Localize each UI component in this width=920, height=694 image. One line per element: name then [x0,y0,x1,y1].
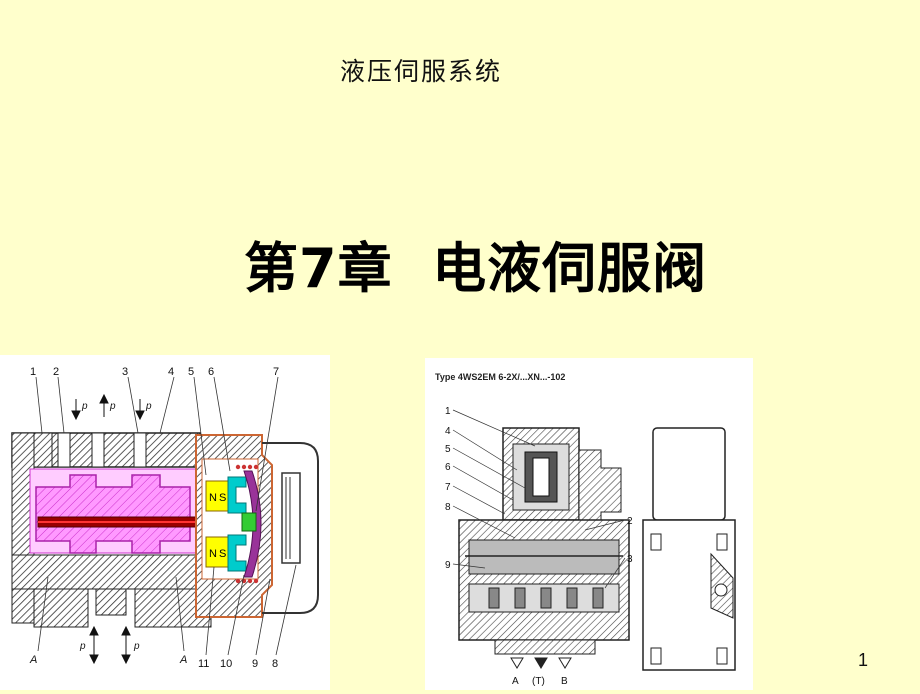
magnet-label-n-bottom: N [209,548,217,560]
spool [35,474,191,554]
pole-bottom [227,534,247,572]
part-number-3: 3 [122,366,128,378]
servo-valve-section-diagram: N S N S [0,355,330,690]
right-part-number-1: 1 [445,406,451,417]
slide-subtitle: 液压伺服系统 [340,57,503,86]
slide-title: 第7章 电液伺服阀 [244,237,708,300]
part-number-8: 8 [272,658,278,670]
right-part-number-6: 6 [445,462,451,473]
type-label: Type 4WS2EM 6-2X/...XN...-102 [435,372,565,382]
port-label-top-3: p [145,401,152,412]
magnet-label-s-top: S [219,492,226,504]
right-part-number-5: 5 [445,444,451,455]
part-number-9: 9 [252,658,258,670]
type-4ws2em-valve-diagram: Type 4WS2EM 6-2X/...XN...-102 A (T) B [425,358,753,690]
valve-body [458,519,630,641]
right-part-number-8: 8 [445,502,451,513]
port-label-a: A [512,676,519,687]
right-part-number-3: 3 [627,554,633,565]
magnet-label-n-top: N [209,492,217,504]
armature [241,512,257,532]
part-number-2: 2 [53,366,59,378]
port-label-t: (T) [532,676,545,687]
port-label-b: B [561,676,568,687]
part-number-11: 11 [198,658,209,670]
port-label-bottom-1: p [79,641,86,652]
end-cap [262,442,319,614]
area-label-1: A [29,654,37,666]
connector [578,449,622,521]
part-number-6: 6 [208,366,214,378]
right-part-number-7: 7 [445,482,451,493]
magnet-label-s-bottom: S [219,548,226,560]
area-label-2: A [179,654,187,666]
right-part-number-9: 9 [445,560,451,571]
slide-page-number: 1 [858,650,869,670]
right-part-number-4: 4 [445,426,451,437]
port-label-top-2: p [109,401,116,412]
servo-valve-section-svg: N S N S [11,366,319,670]
pole-top [227,476,247,514]
type-4ws2em-valve-svg: Type 4WS2EM 6-2X/...XN...-102 A (T) B [435,372,736,687]
right-part-number-2: 2 [627,516,633,527]
part-number-5: 5 [188,366,194,378]
part-number-4: 4 [168,366,174,378]
part-number-7: 7 [273,366,279,378]
part-number-10: 10 [220,658,232,670]
side-view-top [652,427,726,521]
port-label-bottom-2: p [133,641,140,652]
port-label-top-1: p [81,401,88,412]
part-number-1: 1 [30,366,36,378]
